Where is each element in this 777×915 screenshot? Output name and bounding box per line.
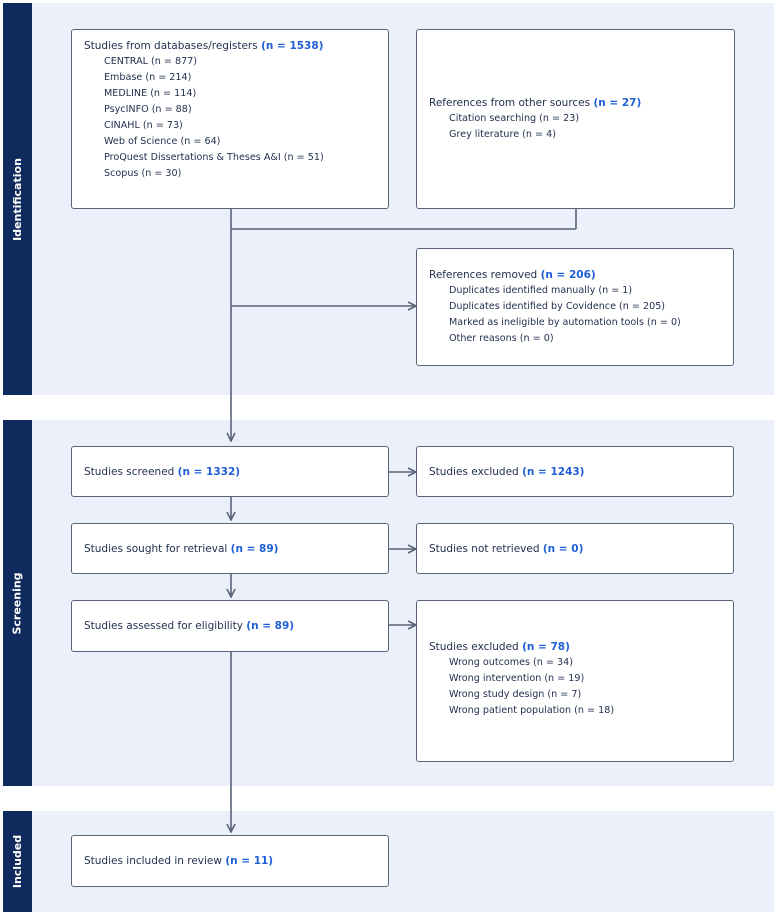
excluded2-heading: Studies excluded (n = 78)	[429, 639, 721, 655]
included-count: (n = 11)	[225, 855, 274, 867]
screened-heading: Studies screened (n = 1332)	[84, 464, 240, 480]
list-item: Citation searching (n = 23)	[449, 113, 580, 124]
list-item: Duplicates identified manually (n = 1)	[449, 285, 633, 296]
other-sources-list: Citation searching (n = 23) Grey literat…	[429, 111, 641, 143]
excluded1-box: Studies excluded (n = 1243)	[416, 446, 734, 497]
retrieval-count: (n = 89)	[230, 542, 279, 555]
excluded1-title: Studies excluded	[429, 465, 519, 478]
other-sources-title: References from other sources	[429, 97, 591, 109]
retrieval-box: Studies sought for retrieval (n = 89)	[71, 523, 389, 574]
list-item: PsycINFO (n = 88)	[104, 104, 192, 115]
list-item: Duplicates identified by Covidence (n = …	[449, 301, 666, 312]
list-item: CENTRAL (n = 877)	[104, 56, 198, 67]
list-item: Wrong intervention (n = 19)	[449, 673, 585, 684]
eligibility-box: Studies assessed for eligibility (n = 89…	[71, 600, 389, 652]
removed-count: (n = 206)	[540, 269, 596, 281]
included-heading: Studies included in review (n = 11)	[84, 853, 273, 869]
removed-box: References removed (n = 206) Duplicates …	[416, 248, 734, 366]
excluded2-title: Studies excluded	[429, 641, 519, 653]
excluded2-list: Wrong outcomes (n = 34) Wrong interventi…	[429, 655, 721, 719]
list-item: Scopus (n = 30)	[104, 168, 182, 179]
excluded2-count: (n = 78)	[522, 641, 570, 653]
list-item: CINAHL (n = 73)	[104, 120, 183, 131]
stage-label-identification: Identification	[3, 3, 32, 395]
excluded1-count: (n = 1243)	[522, 465, 585, 478]
excluded1-heading: Studies excluded (n = 1243)	[429, 464, 584, 480]
included-box: Studies included in review (n = 11)	[71, 835, 389, 887]
list-item: Web of Science (n = 64)	[104, 136, 221, 147]
screened-title: Studies screened	[84, 465, 175, 478]
not-retrieved-count: (n = 0)	[542, 542, 584, 555]
list-item: MEDLINE (n = 114)	[104, 88, 197, 99]
stage-label-included: Included	[3, 811, 32, 912]
removed-list: Duplicates identified manually (n = 1) D…	[429, 283, 681, 347]
screened-count: (n = 1332)	[177, 465, 241, 478]
removed-heading: References removed (n = 206)	[429, 267, 681, 283]
databases-box: Studies from databases/registers (n = 15…	[71, 29, 389, 209]
not-retrieved-box: Studies not retrieved (n = 0)	[416, 523, 734, 574]
not-retrieved-heading: Studies not retrieved (n = 0)	[429, 541, 583, 557]
screened-box: Studies screened (n = 1332)	[71, 446, 389, 497]
list-item: Wrong patient population (n = 18)	[449, 705, 615, 716]
list-item: ProQuest Dissertations & Theses A&I (n =…	[104, 152, 324, 163]
excluded2-box: Studies excluded (n = 78) Wrong outcomes…	[416, 600, 734, 762]
removed-title: References removed	[429, 269, 538, 281]
eligibility-title: Studies assessed for eligibility	[84, 620, 243, 632]
other-sources-box: References from other sources (n = 27) C…	[416, 29, 735, 209]
other-sources-heading: References from other sources (n = 27)	[429, 95, 641, 111]
retrieval-title: Studies sought for retrieval	[84, 542, 228, 555]
list-item: Wrong study design (n = 7)	[449, 689, 582, 700]
databases-count: (n = 1538)	[261, 40, 324, 52]
eligibility-heading: Studies assessed for eligibility (n = 89…	[84, 618, 294, 634]
databases-list: CENTRAL (n = 877) Embase (n = 214) MEDLI…	[84, 54, 376, 182]
list-item: Embase (n = 214)	[104, 72, 192, 83]
retrieval-heading: Studies sought for retrieval (n = 89)	[84, 541, 278, 557]
included-title: Studies included in review	[84, 855, 222, 867]
list-item: Grey literature (n = 4)	[449, 129, 556, 140]
not-retrieved-title: Studies not retrieved	[429, 542, 540, 555]
databases-title: Studies from databases/registers	[84, 40, 258, 52]
other-sources-count: (n = 27)	[593, 97, 642, 109]
list-item: Marked as ineligible by automation tools…	[449, 317, 681, 328]
stage-label-screening: Screening	[3, 420, 32, 786]
list-item: Wrong outcomes (n = 34)	[449, 657, 573, 668]
databases-heading: Studies from databases/registers (n = 15…	[84, 38, 376, 54]
list-item: Other reasons (n = 0)	[449, 333, 554, 344]
eligibility-count: (n = 89)	[246, 620, 295, 632]
